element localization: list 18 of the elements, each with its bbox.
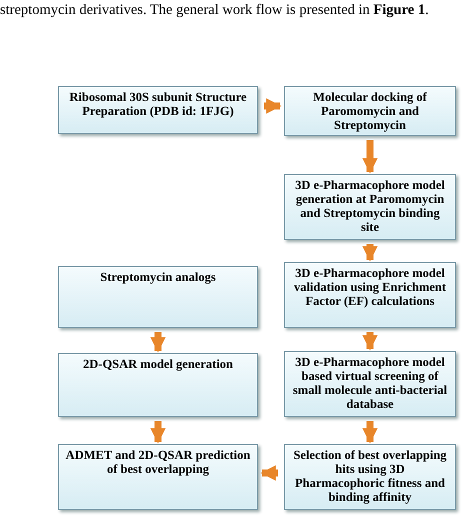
process-box: 2D-QSAR model generation: [58, 353, 258, 417]
arrow: [362, 244, 378, 262]
process-box: Selection of best overlapping hits using 3D Pharmacophoric fitness and binding affinity: [284, 444, 456, 510]
process-box: 3D e-Pharmacophore model based virtual screening of small molecule anti-bacterial database: [284, 351, 456, 417]
body-text: streptomycin derivatives. The general work flow is presented in Figure 1.: [0, 2, 429, 19]
arrow: [150, 332, 166, 353]
arrow: [264, 98, 282, 114]
process-box: Molecular docking of Paromomycin and Streptomycin: [284, 86, 456, 136]
arrow: [150, 421, 166, 444]
process-box: Ribosomal 30S subunit Structure Preparation (PDB id: 1FJG): [58, 86, 258, 134]
arrow: [362, 140, 378, 174]
process-box: 3D e-Pharmacophore model validation using Enrichment Factor (EF) calculations: [284, 262, 456, 328]
process-box: ADMET and 2D-QSAR prediction of best overlapping: [58, 444, 258, 510]
process-box: Streptomycin analogs: [58, 266, 258, 328]
arrow: [260, 465, 278, 481]
arrow: [362, 421, 378, 444]
process-box: 3D e-Pharmacophore model generation at Paromomycin and Streptomycin binding site: [284, 174, 456, 240]
arrow: [362, 332, 378, 351]
